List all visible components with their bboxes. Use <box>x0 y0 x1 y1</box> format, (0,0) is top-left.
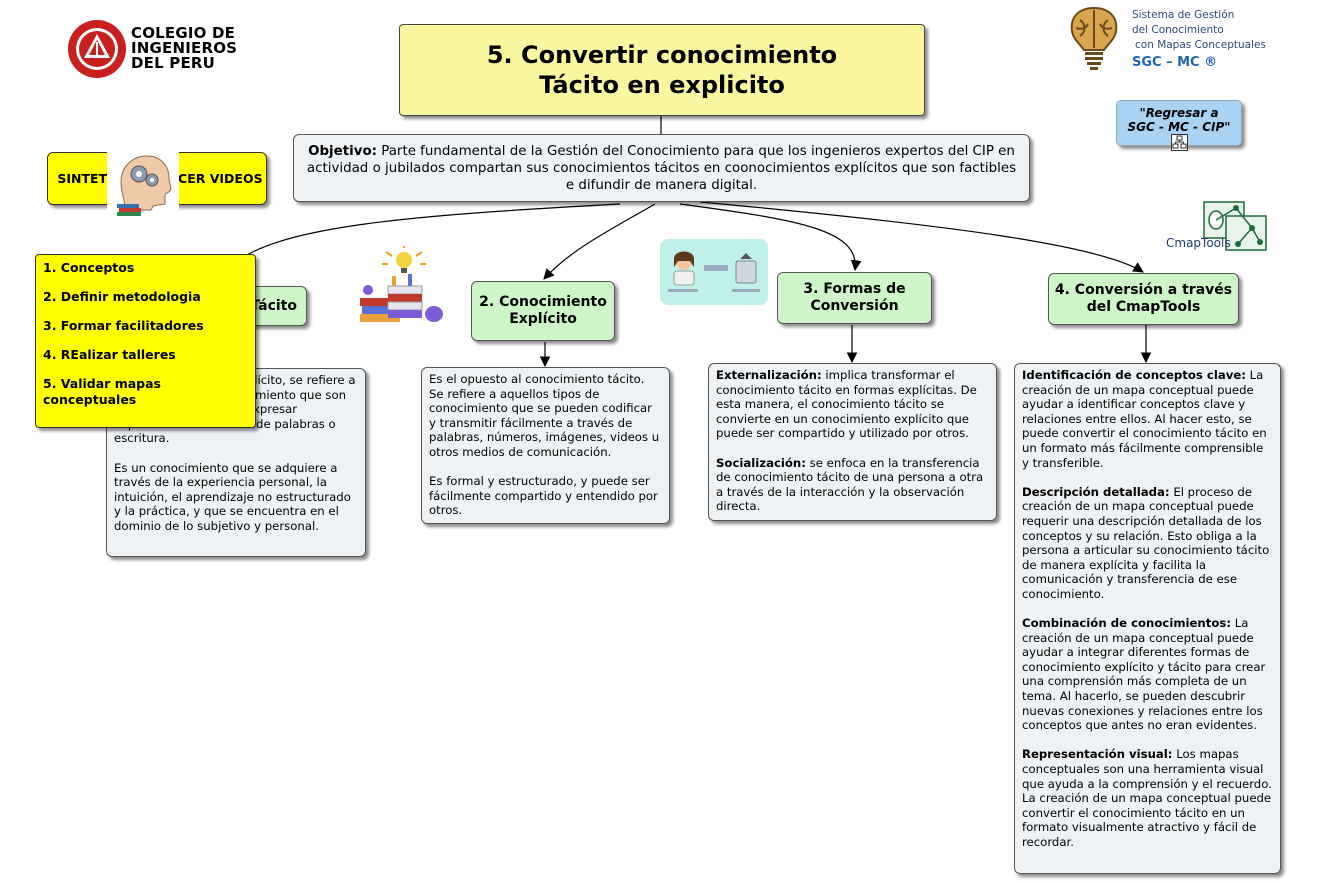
cmaptools-label: CmapTools <box>1166 236 1231 250</box>
step-item[interactable]: 3. Formar facilitadores <box>43 318 204 333</box>
thinking-head-icon <box>107 150 179 216</box>
objective-text: Parte fundamental de la Gestión del Cono… <box>306 144 1017 193</box>
sgc-brand: SGC – MC ® <box>1132 55 1218 70</box>
node-explicit-title: 2. Conocimiento Explícito <box>479 294 607 327</box>
node-forms-title: 3. Formas de Conversión <box>803 281 906 314</box>
steps-list: 1. Conceptos 2. Definir metodologia 3. F… <box>35 254 256 428</box>
representacion-label: Representación visual: <box>1022 747 1173 762</box>
step-item[interactable]: 5. Validar mapas conceptuales <box>43 376 161 407</box>
sitemap-icon <box>1171 134 1188 151</box>
step-item[interactable]: 1. Conceptos <box>43 260 135 275</box>
socializacion-label: Socialización: <box>716 455 806 470</box>
node-explicit-knowledge: 2. Conocimiento Explícito <box>471 281 615 341</box>
objective-box: Objetivo: Parte fundamental de la Gestió… <box>293 134 1030 202</box>
note-forms-ext: Externalización: implica transformar el … <box>716 368 989 441</box>
identificacion-label: Identificación de conceptos clave: <box>1022 368 1246 382</box>
node-cmap-title: 4. Conversión a través del CmapTools <box>1054 282 1233 315</box>
knowledge-transfer-icon <box>660 239 768 305</box>
page-title: 5. Convertir conocimiento Tácito en expl… <box>399 24 925 116</box>
descripcion-label: Descripción detallada: <box>1022 484 1170 499</box>
title-line2: Tácito en explicito <box>539 71 785 99</box>
note-explicit: Es el opuesto al conocimiento tácito. Se… <box>421 367 670 524</box>
note-cmap-combinacion: Combinación de conocimientos: La creació… <box>1022 616 1273 733</box>
org-name-line2: INGENIEROS <box>131 39 238 57</box>
sgc-line2: del Conocimiento <box>1132 24 1224 36</box>
objective-label: Objetivo: <box>308 144 377 159</box>
sgc-line3: con Mapas Conceptuales <box>1135 39 1266 51</box>
step-item[interactable]: 4. REalizar talleres <box>43 347 176 362</box>
note-tacit-p2: Es un conocimiento que se adquiere a tra… <box>114 460 351 533</box>
note-forms-soc: Socialización: se enfoca en la transfere… <box>716 456 989 514</box>
node-cmaptools-conversion: 4. Conversión a través del CmapTools <box>1048 273 1239 325</box>
note-cmap-representacion: Representación visual: Los mapas concept… <box>1022 747 1273 849</box>
cmaptools-icon <box>1203 201 1267 251</box>
books-bulb-icon <box>360 246 443 322</box>
note-cmap-identificacion: Identificación de conceptos clave: La cr… <box>1022 368 1273 470</box>
combinacion-label: Combinación de conocimientos: <box>1022 616 1231 631</box>
note-cmap-descripcion: Descripción detallada: El proceso de cre… <box>1022 485 1273 602</box>
note-forms: Externalización: implica transformar el … <box>708 363 997 521</box>
back-to-sgc-button[interactable]: "Regresar a SGC - MC - CIP" <box>1116 100 1242 151</box>
title-line1: 5. Convertir conocimiento <box>486 41 838 69</box>
note-explicit-p2: Es formal y estructurado, y puede ser fá… <box>429 474 658 518</box>
combinacion-text: La creación de un mapa conceptual puede … <box>1022 616 1266 733</box>
externalizacion-text: implica transformar el conocimiento táci… <box>716 368 977 441</box>
cip-logo: COLEGIO DE INGENIEROS DEL PERU <box>66 18 237 80</box>
back-button-label: "Regresar a SGC - MC - CIP" <box>1127 106 1231 134</box>
representacion-text: Los mapas conceptuales son una herramien… <box>1022 747 1272 849</box>
externalizacion-label: Externalización: <box>716 368 822 382</box>
sgc-logo: Sistema de Gestión del Conocimiento con … <box>1064 4 1274 76</box>
identificacion-text: La creación de un mapa conceptual puede … <box>1022 368 1267 470</box>
step-item[interactable]: 2. Definir metodologia <box>43 289 201 304</box>
note-cmap: Identificación de conceptos clave: La cr… <box>1014 363 1281 874</box>
node-conversion-forms: 3. Formas de Conversión <box>777 272 932 324</box>
sgc-line1: Sistema de Gestión <box>1132 9 1235 21</box>
socializacion-text: se enfoca en la transferencia de conocim… <box>716 455 984 514</box>
brain-bulb-icon <box>1070 6 1118 70</box>
cmaptools-logo: CmapTools <box>1166 200 1270 254</box>
org-name-line1: COLEGIO DE <box>131 24 236 42</box>
descripcion-text: El proceso de creación de un mapa concep… <box>1022 484 1270 601</box>
cip-seal-icon <box>68 20 126 78</box>
org-name-line3: DEL PERU <box>131 54 216 72</box>
note-explicit-p1: Es el opuesto al conocimiento tácito. Se… <box>429 372 660 459</box>
